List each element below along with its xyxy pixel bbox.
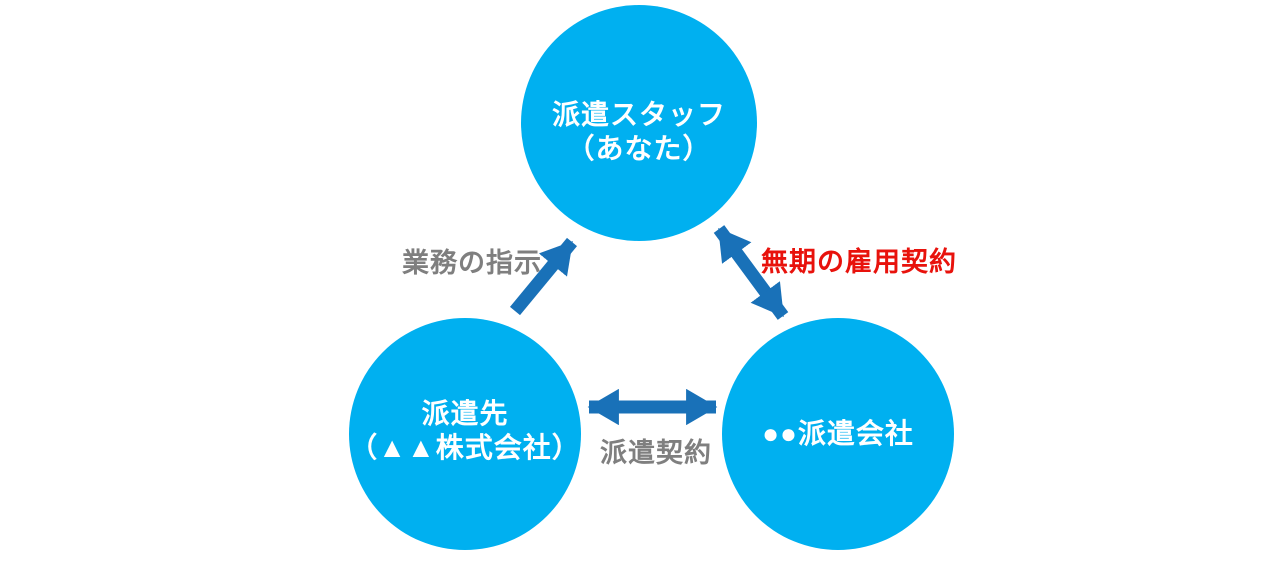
node-client-company: 派遣先 （▲▲株式会社） xyxy=(349,318,581,550)
edge-label-employment-contract: 無期の雇用契約 xyxy=(761,247,957,277)
node-dispatch-staff-label-line2: （あなた） xyxy=(566,133,712,164)
node-dispatch-agency: ●●派遣会社 xyxy=(722,318,954,550)
node-client-company-label-line1: 派遣先 xyxy=(421,397,509,429)
node-dispatch-staff: 派遣スタッフ （あなた） xyxy=(521,5,757,241)
edge-label-work-instruction: 業務の指示 xyxy=(402,248,542,278)
node-dispatch-staff-label-line1: 派遣スタッフ xyxy=(551,98,726,130)
edge-label-dispatch-contract: 派遣契約 xyxy=(600,438,712,468)
node-client-company-label-line2: （▲▲株式会社） xyxy=(349,432,581,463)
node-dispatch-agency-label: ●●派遣会社 xyxy=(762,417,914,449)
